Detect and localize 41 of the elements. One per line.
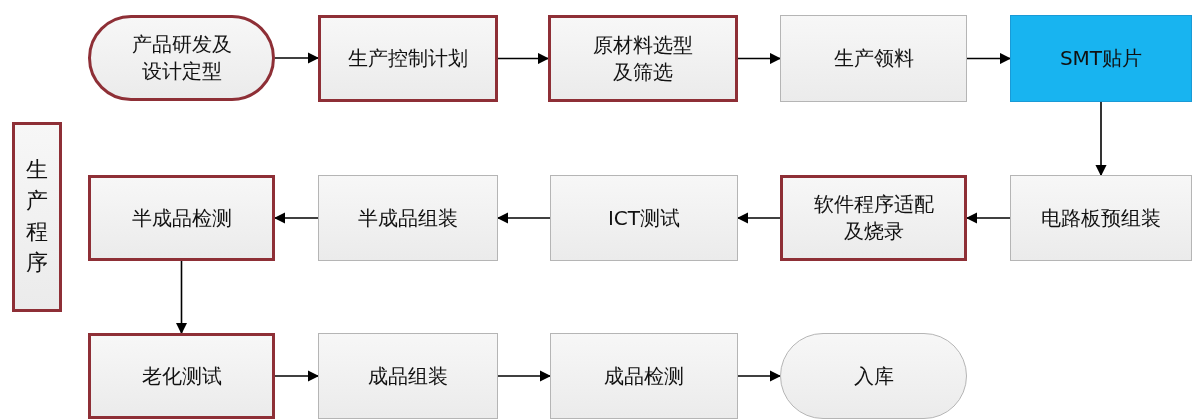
arrow [274, 370, 320, 382]
step-label: 软件程序适配及烧录 [812, 191, 935, 245]
arrow [274, 52, 320, 64]
step-label: 半成品组装 [358, 204, 458, 232]
arrow [965, 212, 1011, 224]
process-box [88, 175, 275, 261]
arrow [737, 370, 782, 382]
process-box [318, 175, 498, 261]
step-label: 半成品检测 [131, 204, 232, 232]
step-label: 电路板预组装 [1041, 204, 1161, 232]
arrow [496, 212, 551, 224]
arrow [737, 52, 782, 65]
arrow [273, 212, 319, 224]
step-label: 生产领料 [833, 45, 914, 72]
step-label: SMT贴片 [1059, 45, 1143, 72]
process-box [318, 333, 498, 419]
label-box [12, 122, 62, 312]
step-label: 产品研发及设计定型 [130, 31, 233, 85]
arrow [497, 52, 550, 65]
process-box [780, 15, 967, 102]
process-box [550, 175, 738, 261]
step-label: 入库 [853, 362, 894, 390]
process-box [88, 333, 275, 419]
step-label: 原材料选型及筛选 [592, 31, 694, 86]
arrow [736, 212, 781, 224]
arrow [497, 370, 552, 382]
step-label: 成品检测 [604, 362, 684, 390]
process-box [1010, 15, 1192, 102]
process-box [1010, 175, 1192, 261]
arrow [966, 52, 1012, 65]
step-label: ICT测试 [607, 204, 681, 232]
step-label: 生产程序 [26, 156, 48, 277]
arrow [175, 260, 188, 335]
step-label: 生产控制计划 [348, 45, 468, 72]
process-box [550, 333, 738, 419]
step-label: 成品组装 [368, 362, 448, 390]
step-label: 老化测试 [141, 362, 222, 390]
arrow [1095, 101, 1107, 177]
process-box [780, 175, 967, 261]
process-box [318, 15, 498, 102]
process-box [548, 15, 738, 102]
